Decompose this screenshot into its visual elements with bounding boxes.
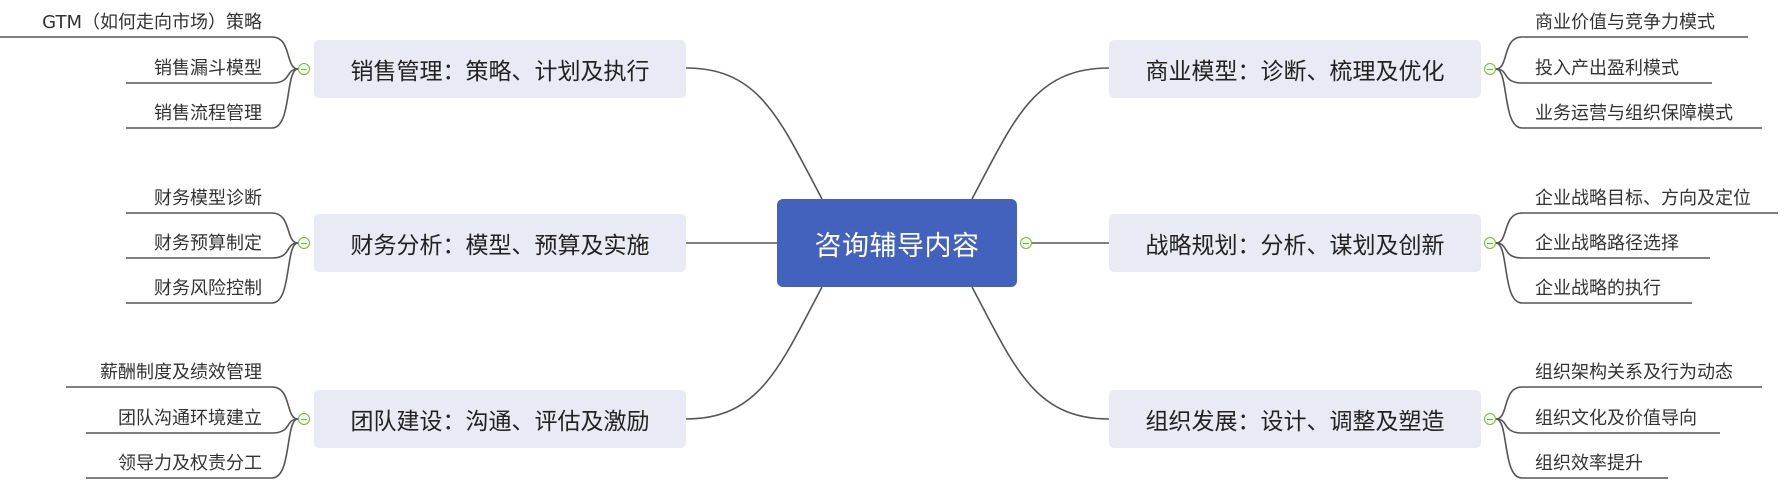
leaf-org-efficiency[interactable]: 组织效率提升 (1535, 453, 1643, 474)
connector-left-2-1 (86, 418, 299, 434)
leaf-salary-performance[interactable]: 薪酬制度及绩效管理 (100, 362, 262, 383)
leaf-org-culture[interactable]: 组织文化及价值导向 (1535, 408, 1697, 429)
connector-right-0-1 (1495, 68, 1712, 84)
branch-team-building[interactable]: 团队建设：沟通、评估及激励 (314, 390, 686, 448)
connector-center-sales (685, 67, 823, 200)
leaf-profit-model[interactable]: 投入产出盈利模式 (1535, 58, 1679, 79)
leaf-strategy-path[interactable]: 企业战略路径选择 (1535, 233, 1679, 254)
leaf-strategy-goal[interactable]: 企业战略目标、方向及定位 (1535, 188, 1751, 209)
branch-business-model[interactable]: 商业模型：诊断、梳理及优化 (1109, 40, 1481, 98)
branch-sales-management[interactable]: 销售管理：策略、计划及执行 (314, 40, 686, 98)
branch-finance-collapse-icon[interactable] (298, 237, 310, 249)
connector-left-0-1 (126, 68, 299, 84)
branch-sales-collapse-icon[interactable] (298, 63, 310, 75)
connector-right-2-1 (1495, 418, 1720, 434)
connector-center-organization (971, 286, 1110, 420)
leaf-org-structure[interactable]: 组织架构关系及行为动态 (1535, 362, 1733, 383)
leaf-team-communication[interactable]: 团队沟通环境建立 (118, 408, 262, 429)
leaf-finance-model[interactable]: 财务模型诊断 (154, 188, 262, 209)
connector-right-2-2 (1495, 418, 1668, 479)
branch-organization-collapse-icon[interactable] (1484, 413, 1496, 425)
leaf-business-value[interactable]: 商业价值与竞争力模式 (1535, 12, 1715, 33)
connector-left-1-0 (126, 212, 299, 244)
branch-team-collapse-icon[interactable] (298, 413, 310, 425)
leaf-sales-process[interactable]: 销售流程管理 (154, 103, 262, 124)
connector-left-2-0 (66, 386, 299, 420)
connector-center-team (685, 286, 823, 420)
connector-left-0-2 (126, 68, 299, 129)
leaf-operation-model[interactable]: 业务运营与组织保障模式 (1535, 103, 1733, 124)
branch-organization-development[interactable]: 组织发展：设计、调整及塑造 (1109, 390, 1481, 448)
leaf-leadership[interactable]: 领导力及权责分工 (118, 453, 262, 474)
connector-right-0-2 (1495, 68, 1762, 129)
connector-center-business (971, 67, 1110, 200)
branch-business-collapse-icon[interactable] (1484, 63, 1496, 75)
central-topic[interactable]: 咨询辅导内容 (777, 199, 1017, 287)
central-collapse-icon[interactable] (1020, 237, 1032, 249)
connector-left-0-0 (0, 36, 299, 70)
branch-strategy-collapse-icon[interactable] (1484, 237, 1496, 249)
leaf-sales-funnel[interactable]: 销售漏斗模型 (154, 58, 262, 79)
connector-right-1-0 (1495, 212, 1778, 244)
connector-right-2-0 (1495, 386, 1762, 420)
branch-financial-analysis[interactable]: 财务分析：模型、预算及实施 (314, 214, 686, 272)
connector-right-1-1 (1495, 242, 1710, 259)
connector-left-1-1 (126, 242, 299, 259)
leaf-finance-risk[interactable]: 财务风险控制 (154, 278, 262, 299)
leaf-finance-budget[interactable]: 财务预算制定 (154, 233, 262, 254)
connector-left-2-2 (86, 418, 299, 479)
leaf-gtm-strategy[interactable]: GTM（如何走向市场）策略 (42, 12, 262, 33)
connector-right-0-0 (1495, 36, 1748, 70)
connector-right-1-2 (1495, 242, 1692, 304)
leaf-strategy-execution[interactable]: 企业战略的执行 (1535, 278, 1661, 299)
branch-strategic-planning[interactable]: 战略规划：分析、谋划及创新 (1109, 214, 1481, 272)
connector-left-1-2 (126, 242, 299, 304)
